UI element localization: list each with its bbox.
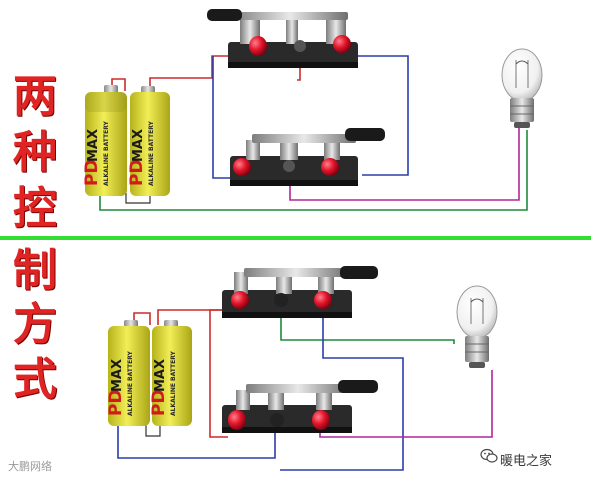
battery-top-left: PD MAX ALKALINE BATTERY [82, 85, 127, 196]
battery-brand: PD [127, 159, 147, 186]
bottom-wire-red-link [133, 312, 151, 325]
battery-model: MAX [153, 359, 168, 392]
battery-brand: PD [82, 159, 102, 186]
bottom-wire-blue-left [117, 425, 276, 459]
title-char-4: 制 [13, 245, 57, 296]
terminal-knob [314, 291, 332, 309]
battery-top-right: PD MAX ALKALINE BATTERY [127, 86, 170, 196]
watermark-left: 大鹏网络 [8, 460, 52, 473]
light-bulb-top [501, 48, 543, 128]
battery-bottom-right: PD MAX ALKALINE BATTERY [149, 320, 192, 426]
battery-bottom-left: PD MAX ALKALINE BATTERY [106, 320, 150, 426]
battery-type: ALKALINE BATTERY [103, 121, 110, 186]
title-char-1: 两 [13, 71, 57, 122]
terminal-knob [231, 291, 249, 309]
title-char-5: 方 [13, 299, 57, 350]
terminal-knob [249, 36, 267, 56]
title-char-3: 控 [13, 183, 57, 234]
divider-line [0, 236, 591, 240]
watermark-right: 暖电之家 [500, 454, 553, 469]
top-wire-red-left [111, 78, 126, 91]
battery-type: ALKALINE BATTERY [127, 351, 134, 416]
knife-switch-top-lower[interactable] [230, 128, 385, 186]
battery-model: MAX [131, 129, 146, 162]
light-bulb-bottom [456, 285, 498, 368]
battery-brand: PD [149, 389, 169, 416]
terminal-knob [312, 410, 330, 430]
bottom-wire-green [280, 310, 455, 344]
top-wire-battery-link [125, 193, 151, 204]
battery-type: ALKALINE BATTERY [170, 351, 177, 416]
title-char-2: 种 [13, 127, 57, 178]
terminal-knob [228, 410, 246, 430]
switch-handle[interactable] [338, 380, 378, 393]
bottom-wire-battery-link [145, 425, 161, 437]
battery-brand: PD [106, 389, 126, 416]
top-wire-green-bottom [99, 130, 528, 211]
title-char-6: 式 [13, 354, 57, 405]
battery-model: MAX [86, 129, 101, 162]
bottom-wire-blue-mid [280, 310, 404, 471]
switch-handle[interactable] [207, 9, 242, 21]
knife-switch-top-upper[interactable] [207, 9, 358, 68]
switch-handle[interactable] [340, 266, 378, 279]
knife-switch-bottom-lower[interactable] [222, 380, 378, 433]
knife-switch-bottom-upper[interactable] [222, 266, 378, 318]
top-wire-red-upper [149, 55, 258, 90]
top-wire-purple [289, 125, 520, 201]
battery-model: MAX [110, 359, 125, 392]
terminal-knob [233, 158, 251, 176]
switch-handle[interactable] [345, 128, 385, 141]
wechat-icon [480, 448, 498, 463]
terminal-knob [333, 35, 351, 53]
battery-type: ALKALINE BATTERY [148, 121, 155, 186]
top-wires [99, 55, 528, 211]
terminal-knob [321, 158, 339, 176]
